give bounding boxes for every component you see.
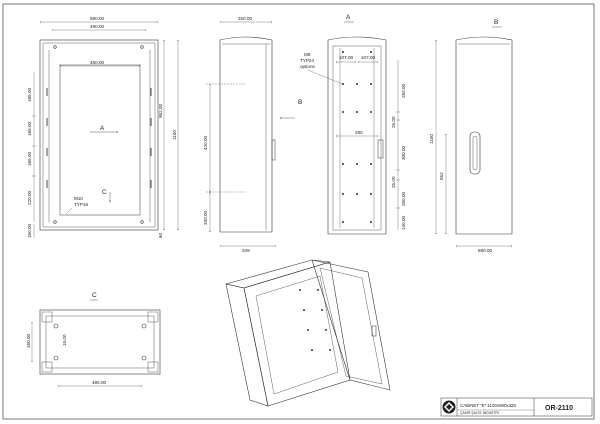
interior-dim-right-3: 300.00 — [401, 146, 406, 160]
side-hinge — [271, 139, 276, 161]
front-view — [32, 21, 179, 238]
front-arrow-c-label: C — [102, 189, 107, 196]
front-dim-bottom: 150.00 — [27, 224, 32, 238]
interior-title: A — [346, 14, 351, 21]
door-handle — [469, 131, 481, 175]
title-block-product: CABINET "E" 1100x590x320 — [460, 403, 516, 408]
front-arrow-a-label: A — [100, 125, 105, 132]
front-dim-width-inner: 490.00 — [90, 24, 104, 29]
interior-thread-note: options — [300, 64, 316, 69]
bottom-view — [31, 309, 161, 387]
interior-view — [307, 36, 400, 235]
interior-dim-top-right: 107.00 — [361, 55, 375, 60]
title-block-code: OR-2110 — [545, 405, 573, 412]
front-thread-type: TYP16 — [74, 202, 88, 207]
interior-dim-right-2: 25.00 — [391, 116, 396, 128]
front-dim-bottom-right: 60 — [158, 232, 163, 238]
side-arrow-b-label: B — [298, 99, 302, 106]
bottom-dim-hole: 15.00 — [62, 334, 67, 346]
door-dim-width: 580.00 — [478, 248, 492, 253]
front-dim-width-outer: 580.00 — [90, 16, 104, 21]
front-dim-spacing-2: 165.00 — [27, 122, 32, 136]
interior-dim-right-6: 140.00 — [401, 216, 406, 230]
title-block — [440, 397, 593, 417]
company-logo-icon — [442, 400, 456, 414]
bottom-title: C — [92, 292, 97, 299]
front-dim-spacing-1: 185.00 — [27, 88, 32, 102]
interior-dim-right-4: 25.00 — [391, 176, 396, 188]
interior-dim-right-1: 250.00 — [401, 84, 406, 98]
interior-dim-right-5: 250.00 — [401, 192, 406, 206]
front-thread-label: M10 — [74, 196, 83, 201]
front-mount-plate — [59, 64, 141, 216]
isometric-view — [225, 259, 391, 407]
side-view — [206, 21, 295, 247]
side-dim-height-2: 330.00 — [203, 211, 208, 225]
bottom-dim-depth: 160.00 — [26, 334, 31, 348]
front-outer-frame — [39, 39, 159, 231]
sheet-border — [2, 3, 595, 420]
interior-lock — [377, 139, 384, 159]
front-dim-spacing-3: 165.00 — [27, 152, 32, 166]
title-block-company: ÇAKIR ŞALTE İNDÜSTRİ — [460, 410, 499, 415]
front-dim-width-mount: 450.00 — [90, 60, 104, 65]
front-dim-height-total: 1100 — [172, 130, 177, 140]
interior-thread-type: TYP24 — [300, 58, 314, 63]
front-dim-spacing-4: 220.00 — [27, 191, 32, 205]
interior-thread-label: M6 — [304, 52, 311, 57]
door-dim-height-door: 552 — [439, 172, 444, 180]
interior-dim-mid: 280 — [355, 130, 363, 135]
side-dim-height-1: 420.00 — [203, 136, 208, 150]
door-dim-height-total: 1100 — [429, 134, 434, 144]
door-title: B — [494, 19, 498, 26]
isometric-door-lock — [371, 325, 377, 337]
side-dim-depth: 320.00 — [238, 16, 252, 21]
bottom-dim-width: 485.00 — [92, 380, 106, 385]
interior-dim-top-left: 107.00 — [339, 55, 353, 60]
front-dim-height-mount: 952.00 — [158, 104, 163, 118]
side-dim-depth-bottom: 349 — [242, 248, 250, 253]
door-view — [435, 36, 513, 247]
